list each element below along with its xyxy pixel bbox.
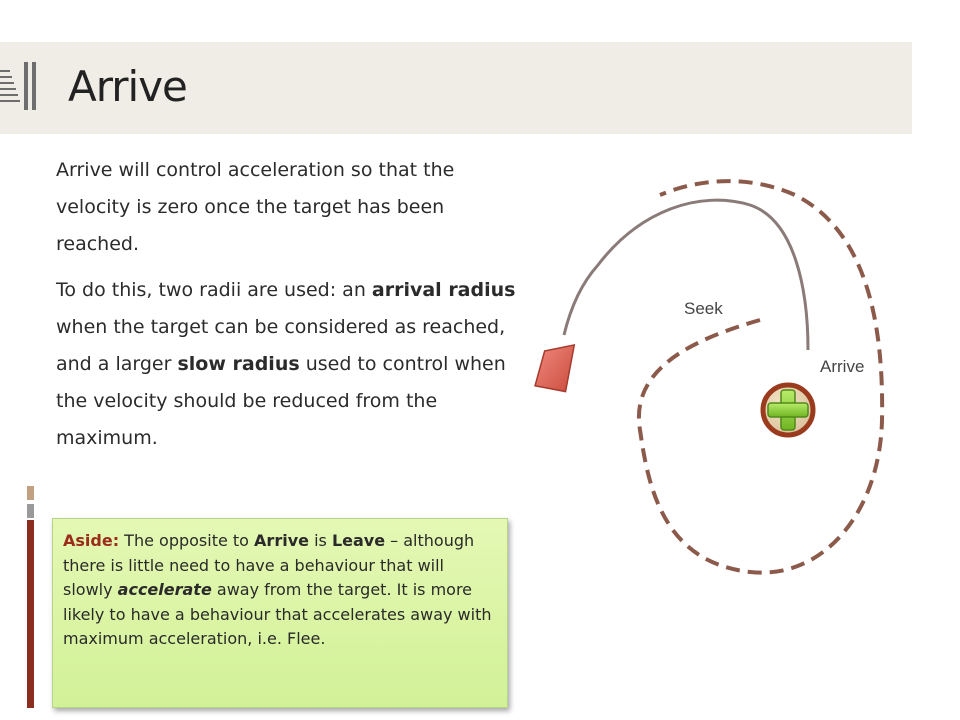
- aside-box: Aside: The opposite to Arrive is Leave –…: [52, 518, 508, 708]
- aside-term-leave: Leave: [331, 531, 386, 550]
- arrive-diagram: Seek Arrive: [534, 179, 885, 575]
- seek-label: Seek: [684, 299, 723, 318]
- title-stripes-decoration: [0, 62, 36, 110]
- body-paragraph-1: Arrive will control acceleration so that…: [56, 159, 455, 255]
- aside-lead: Aside:: [63, 531, 120, 550]
- arrow-head-icon: [534, 343, 576, 393]
- arrive-path: [636, 179, 885, 575]
- term-slow-radius: slow radius: [177, 353, 300, 375]
- arrive-label: Arrive: [820, 357, 864, 376]
- body-text: Arrive will control acceleration so that…: [56, 152, 526, 466]
- slide-title: Arrive: [68, 62, 188, 111]
- left-accent-rule: [27, 520, 34, 708]
- left-accent-square: [27, 504, 34, 518]
- aside-term-arrive: Arrive: [254, 531, 309, 550]
- seek-path: [562, 198, 810, 351]
- aside-term-accelerate: accelerate: [117, 580, 212, 599]
- left-accent-square: [27, 486, 34, 500]
- title-band: [0, 42, 912, 134]
- term-arrival-radius: arrival radius: [371, 279, 516, 301]
- body-paragraph-2: To do this, two radii are used: an arriv…: [56, 279, 516, 449]
